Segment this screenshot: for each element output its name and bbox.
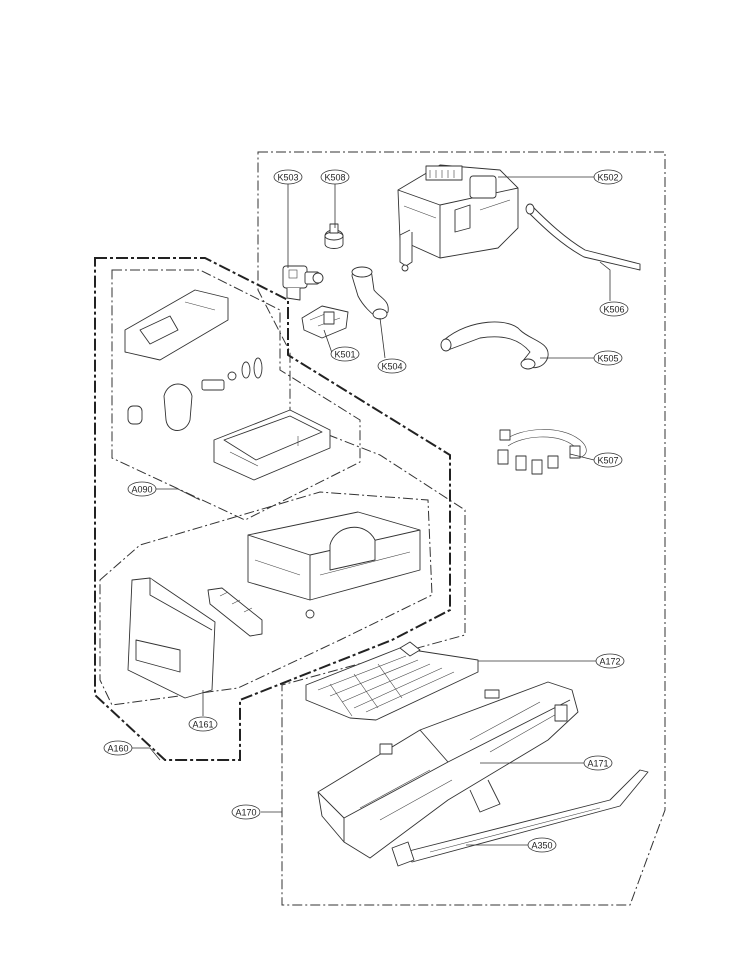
- svg-text:K508: K508: [324, 173, 345, 183]
- drawer-front-a161: [127, 577, 216, 699]
- hose-k506: [525, 203, 641, 271]
- wire-harness-k507: [497, 429, 587, 475]
- callout-k502: K502: [593, 169, 623, 185]
- drawer-fittings-a090: [127, 357, 263, 431]
- callout-k504: K504: [377, 358, 407, 374]
- svg-text:K504: K504: [381, 362, 402, 372]
- svg-text:A160: A160: [107, 744, 128, 754]
- svg-text:A170: A170: [235, 808, 256, 818]
- svg-text:K503: K503: [277, 173, 298, 183]
- svg-text:A171: A171: [587, 759, 608, 769]
- leader-lines: [132, 176, 611, 846]
- callout-k507: K507: [593, 452, 623, 468]
- callout-a172: A172: [595, 653, 625, 669]
- drawer-cover-a090: [124, 289, 229, 361]
- clamp-k508: [324, 223, 344, 249]
- callout-k505: K505: [593, 350, 623, 366]
- drawer-body-a161: [247, 511, 421, 619]
- drawer-handle-bar-a161: [207, 587, 263, 637]
- bracket-k501: [301, 305, 349, 339]
- callout-a160: A160: [103, 740, 133, 756]
- svg-text:K505: K505: [597, 354, 618, 364]
- callout-k508: K508: [320, 169, 350, 185]
- water-valve-k503: [282, 265, 324, 301]
- callout-a171: A171: [583, 755, 613, 771]
- callout-a090: A090: [127, 481, 157, 497]
- svg-text:A090: A090: [131, 485, 152, 495]
- svg-text:K507: K507: [597, 456, 618, 466]
- callout-a350: A350: [527, 837, 557, 853]
- svg-text:A161: A161: [192, 720, 213, 730]
- tray-housing-a171: [317, 681, 579, 859]
- hose-k504: [351, 266, 389, 320]
- callout-k501: K501: [330, 346, 360, 362]
- callout-k506: K506: [599, 301, 629, 317]
- softener-tray-a090: [213, 409, 331, 481]
- svg-text:A350: A350: [531, 841, 552, 851]
- hose-k505: [440, 321, 549, 370]
- callout-a170: A170: [231, 804, 261, 820]
- grate-a172: [305, 641, 479, 721]
- svg-text:K501: K501: [334, 350, 355, 360]
- a160-group-boundary: [94, 257, 451, 761]
- rail-a350: [391, 769, 649, 867]
- svg-text:K506: K506: [603, 305, 624, 315]
- callout-k503: K503: [273, 169, 303, 185]
- a161-group-boundary: [99, 491, 433, 706]
- svg-text:A172: A172: [599, 657, 620, 667]
- a090-group-boundary: [111, 269, 361, 521]
- callout-a161: A161: [188, 716, 218, 732]
- svg-text:K502: K502: [597, 173, 618, 183]
- k-group-boundary: [257, 151, 666, 906]
- dispenser-housing-k502: [397, 164, 519, 272]
